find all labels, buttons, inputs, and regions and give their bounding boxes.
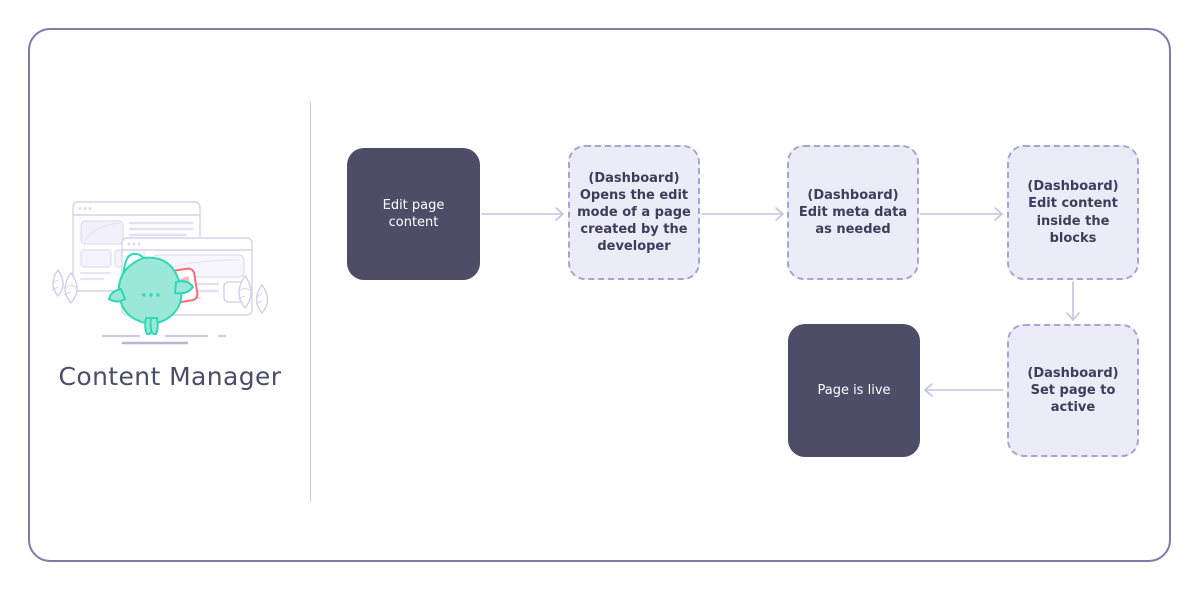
mascot-arm-right [173, 280, 195, 295]
mascot-body [117, 256, 183, 325]
node-label: (Dashboard) Set page to active [1027, 365, 1119, 416]
node-label: Edit page content [382, 197, 445, 230]
persona-panel: Content Manager [40, 190, 300, 410]
node-edit-page-content[interactable]: Edit page content [347, 148, 480, 280]
node-label: (Dashboard) Edit content inside the bloc… [1027, 179, 1119, 246]
front-browser-dots [127, 242, 141, 246]
leaf-veins-right [237, 287, 263, 305]
node-opens-edit-mode[interactable]: (Dashboard) Opens the edit mode of a pag… [568, 145, 700, 280]
back-browser-dots [78, 207, 92, 210]
leaf-cluster-right [238, 274, 269, 315]
back-window-hero-image [80, 220, 124, 245]
leaf-veins-left [51, 279, 79, 296]
content-manager-illustration [51, 201, 269, 345]
leaf-cluster-left [52, 268, 78, 304]
node-label: (Dashboard) Edit meta data as needed [798, 187, 908, 238]
back-window-footer-lines [79, 271, 112, 281]
mascot-leg-right [149, 317, 159, 336]
back-window-hero-curve [83, 222, 121, 242]
mascot-arm-left [107, 287, 127, 303]
mascot-face-dots [142, 293, 160, 297]
mascot [107, 252, 195, 336]
node-label: (Dashboard) Opens the edit mode of a pag… [577, 170, 691, 255]
node-edit-meta-data[interactable]: (Dashboard) Edit meta data as needed [787, 145, 919, 280]
node-set-page-active[interactable]: (Dashboard) Set page to active [1007, 324, 1139, 457]
node-page-is-live[interactable]: Page is live [788, 324, 920, 457]
node-edit-content-blocks[interactable]: (Dashboard) Edit content inside the bloc… [1007, 145, 1139, 280]
node-label: Page is live [817, 382, 891, 398]
section-divider [310, 102, 311, 502]
page-title: Content Manager [58, 362, 282, 391]
